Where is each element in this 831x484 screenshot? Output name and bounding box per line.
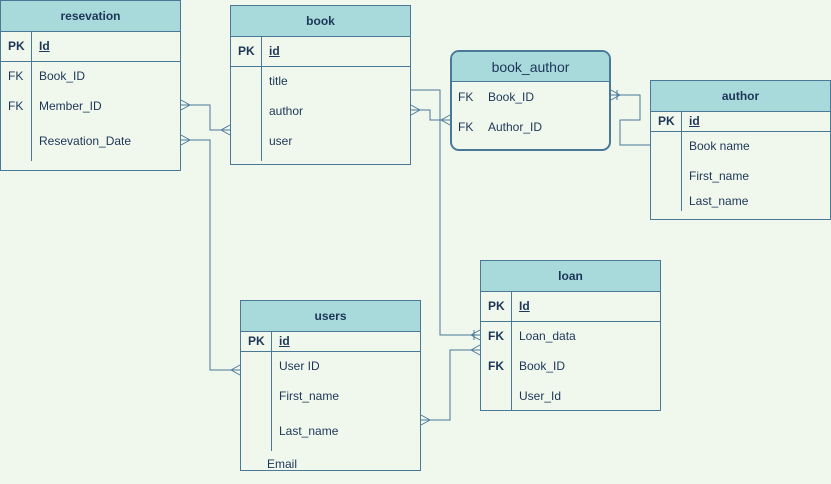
- field-name: id: [689, 114, 700, 128]
- key-column-divider: [261, 36, 262, 161]
- field-name: User ID: [279, 359, 320, 373]
- field-name: Author_ID: [488, 120, 543, 134]
- field-name: title: [269, 74, 288, 88]
- crows-foot-marker: [470, 329, 481, 341]
- key-label: FK: [458, 90, 474, 104]
- row-divider: [481, 321, 660, 322]
- row-divider: [651, 131, 830, 132]
- field-name: Book name: [689, 139, 750, 153]
- entity-users[interactable]: users PK id User ID First_name Last_name…: [240, 300, 421, 471]
- entity-title: loan: [481, 261, 660, 292]
- key-label: PK: [488, 299, 505, 313]
- key-label: PK: [8, 39, 25, 53]
- crows-foot-marker: [610, 89, 621, 101]
- crows-foot-marker: [470, 344, 481, 356]
- entity-title: resevation: [1, 1, 180, 32]
- entity-title: author: [651, 81, 830, 112]
- key-label: PK: [658, 114, 675, 128]
- key-label: PK: [238, 44, 255, 58]
- field-name: Book_ID: [39, 69, 86, 83]
- field-name: Resevation_Date: [39, 134, 132, 148]
- row-divider: [1, 61, 180, 62]
- row-divider: [241, 351, 420, 352]
- field-name: Last_name: [689, 194, 749, 208]
- field-name: user: [269, 134, 293, 148]
- crows-foot-marker: [440, 114, 451, 126]
- key-label: FK: [8, 99, 24, 113]
- key-column-divider: [271, 331, 272, 451]
- entity-title: book_author: [452, 52, 609, 82]
- key-label: FK: [488, 359, 504, 373]
- entity-resevation[interactable]: resevation PK Id FK Book_ID FK Member_ID…: [0, 0, 181, 171]
- crows-foot-marker: [410, 104, 421, 116]
- entity-title: book: [231, 6, 410, 37]
- field-name: Member_ID: [39, 99, 102, 113]
- entity-author[interactable]: author PK id Book name First_name Last_n…: [650, 80, 831, 220]
- crows-foot-marker: [420, 414, 431, 426]
- crows-foot-marker: [230, 364, 241, 376]
- row-divider: [231, 66, 410, 67]
- key-label: FK: [458, 120, 474, 134]
- connector-book-author-author: [611, 94, 650, 146]
- entity-loan[interactable]: loan PK Id FK Loan_data FK Book_ID User_…: [480, 260, 661, 411]
- field-name: Book_ID: [488, 90, 535, 104]
- field-name: Id: [519, 299, 530, 313]
- field-name: id: [269, 44, 280, 58]
- connector-resevation-book: [181, 104, 230, 131]
- field-name: Email: [267, 457, 298, 471]
- field-name: First_name: [279, 389, 340, 403]
- key-column-divider: [511, 291, 512, 411]
- connector-resevation-users: [181, 139, 240, 371]
- field-name: Book_ID: [519, 359, 566, 373]
- key-column-divider: [681, 111, 682, 211]
- key-label: FK: [8, 69, 24, 83]
- crows-foot-marker: [180, 99, 191, 111]
- crows-foot-marker: [220, 124, 231, 136]
- key-label: PK: [248, 334, 265, 348]
- crows-foot-marker: [180, 134, 191, 146]
- connector-book-loan: [411, 89, 480, 336]
- field-name: Last_name: [279, 424, 339, 438]
- entity-title: users: [241, 301, 420, 332]
- field-name: author: [269, 104, 304, 118]
- key-label: FK: [488, 329, 504, 343]
- field-name: id: [279, 334, 290, 348]
- field-name: Id: [39, 39, 50, 53]
- field-name: Loan_data: [519, 329, 576, 343]
- key-column-divider: [31, 31, 32, 161]
- entity-book[interactable]: book PK id title author user: [230, 5, 411, 165]
- connector-users-loan: [421, 349, 480, 421]
- field-name: User_Id: [519, 389, 562, 403]
- field-name: First_name: [689, 169, 750, 183]
- entity-book-author[interactable]: book_author FK Book_ID FK Author_ID: [450, 50, 611, 151]
